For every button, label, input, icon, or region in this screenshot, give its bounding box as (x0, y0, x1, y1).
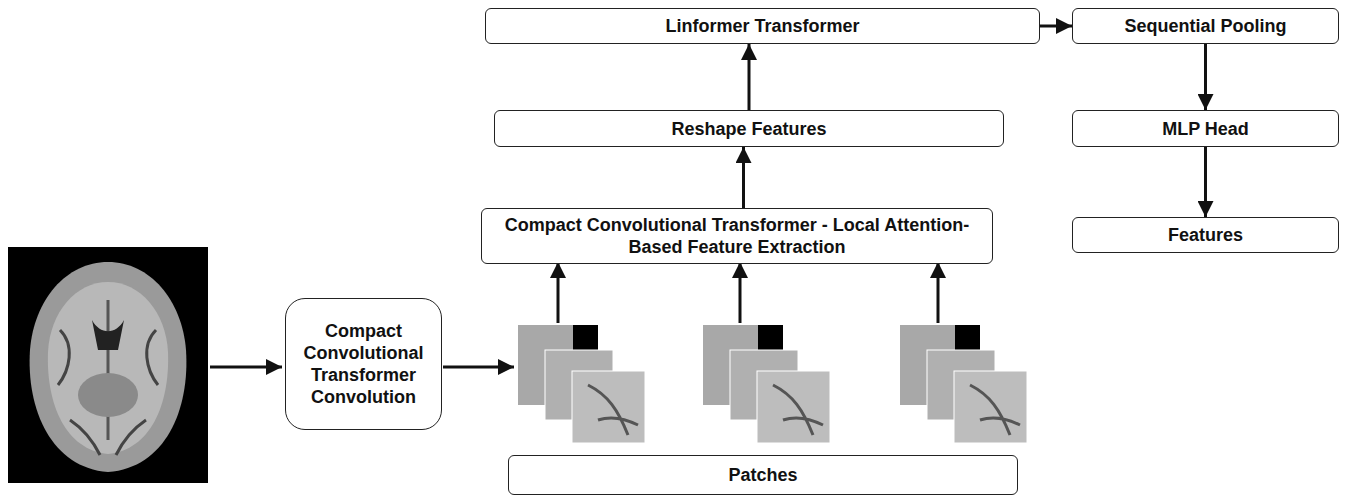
flow-arrow (748, 44, 751, 110)
flow-arrow (1204, 44, 1207, 110)
process-box: Compact Convolutional Transformer Convol… (285, 298, 442, 430)
brain-scan (8, 247, 208, 483)
flow-arrow (1204, 147, 1207, 217)
process-box: Sequential Pooling (1072, 8, 1339, 44)
node-text: Reshape Features (661, 118, 836, 140)
process-box: Reshape Features (494, 110, 1004, 147)
process-box: Linformer Transformer (485, 8, 1040, 44)
patch-stacks (518, 325, 1027, 443)
flow-arrow (1040, 25, 1072, 28)
node-text: Compact Convolutional Transformer - Loca… (482, 214, 992, 258)
node-text: Features (1158, 224, 1253, 246)
node-text: MLP Head (1152, 118, 1259, 140)
label-box: Patches (508, 455, 1018, 495)
process-box: Features (1072, 217, 1339, 253)
process-box: MLP Head (1072, 110, 1339, 147)
node-text: Linformer Transformer (655, 15, 869, 37)
node-text: Sequential Pooling (1114, 15, 1296, 37)
process-box: Compact Convolutional Transformer - Loca… (481, 208, 993, 264)
node-text: Patches (718, 464, 807, 486)
flow-arrow (742, 147, 745, 208)
node-text: Compact Convolutional Transformer Convol… (286, 320, 441, 408)
